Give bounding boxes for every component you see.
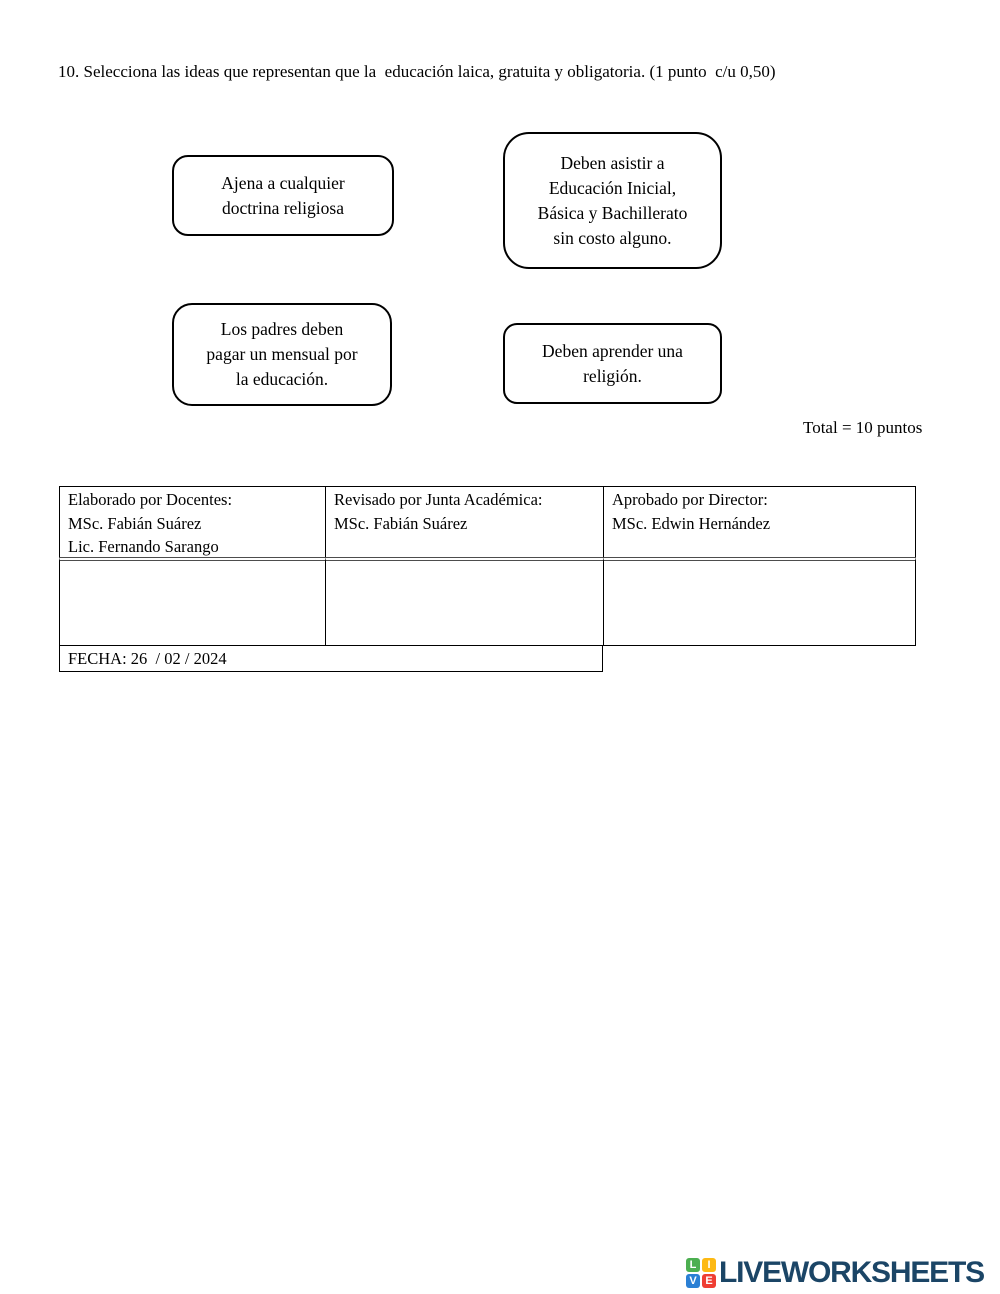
option-1-label: Ajena a cualquier doctrina religiosa [221,172,345,218]
option-4-label: Deben aprender una religión. [542,340,683,386]
cell-revisado-por-junta: Revisado por Junta Académica: MSc. Fabiá… [325,486,603,557]
signature-space-cell-2 [325,557,603,646]
liveworksheets-logo[interactable]: L I V E LIVEWORKSHEETS [686,1255,985,1290]
cell-elaborado-por-docentes: Elaborado por Docentes: MSc. Fabián Suár… [59,486,325,557]
option-box-1[interactable]: Ajena a cualquier doctrina religiosa [172,155,394,236]
signature-table: Elaborado por Docentes: MSc. Fabián Suár… [59,486,916,672]
logo-tile: I [702,1257,716,1272]
logo-tile: E [702,1273,716,1288]
signature-space-cell-1 [59,557,325,646]
option-box-4[interactable]: Deben aprender una religión. [503,323,722,404]
question-text: 10. Selecciona las ideas que representan… [58,62,776,81]
liveworksheets-wordmark: LIVEWORKSHEETS [719,1255,985,1289]
logo-tile: V [686,1273,700,1288]
option-3-label: Los padres deben pagar un mensual por la… [206,319,358,389]
signature-space-row [59,557,916,646]
liveworksheets-grid-icon: L I V E [686,1257,716,1288]
option-box-2[interactable]: Deben asistir a Educación Inicial, Básic… [503,132,722,269]
signature-table-header-row: Elaborado por Docentes: MSc. Fabián Suár… [59,486,916,557]
total-points-label: Total = 10 puntos [803,418,923,437]
option-box-3[interactable]: Los padres deben pagar un mensual por la… [172,303,392,406]
signature-space-cell-3 [603,557,916,646]
logo-tile: L [686,1257,700,1272]
fecha-row: FECHA: 26 / 02 / 2024 [59,646,916,672]
option-2-label: Deben asistir a Educación Inicial, Básic… [537,152,688,248]
cell-aprobado-por-director: Aprobado por Director: MSc. Edwin Hernán… [603,486,916,557]
fecha-cell: FECHA: 26 / 02 / 2024 [59,646,603,672]
